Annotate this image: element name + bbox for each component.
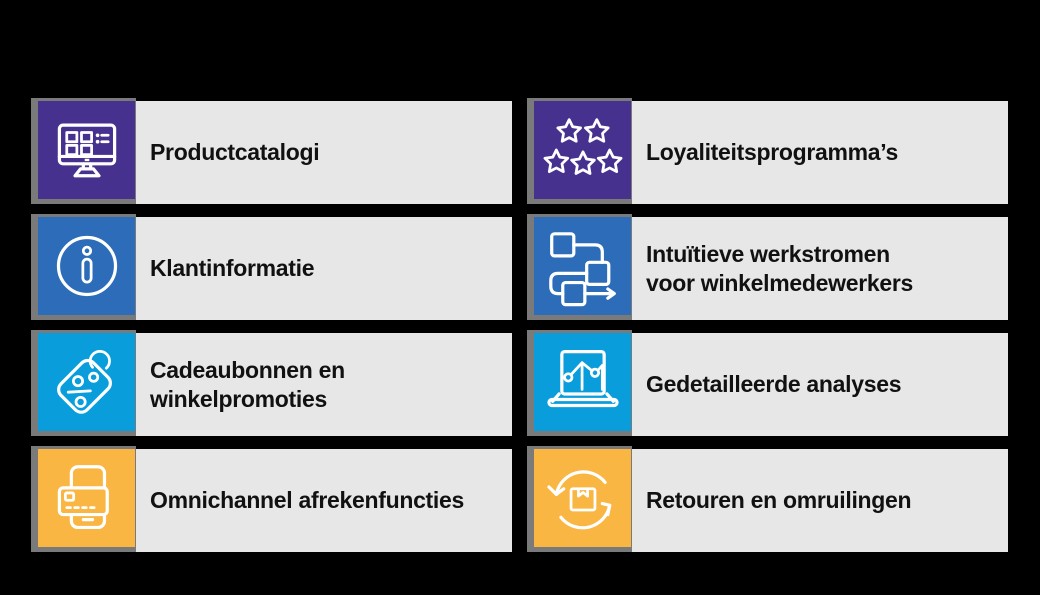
returns-cycle-icon <box>546 470 611 530</box>
feature-card-intuitive-workflows: Intuïtieve werkstromen voor winkelmedewe… <box>527 214 1008 320</box>
feature-card-label: Loyaliteitsprogramma’s <box>631 101 1008 204</box>
label-line: Gedetailleerde analyses <box>646 371 902 398</box>
icon-tile <box>31 446 136 552</box>
laptop-analytics-icon <box>546 350 619 408</box>
label-line: Cadeaubonnen en <box>150 357 345 384</box>
label-line: Klantinformatie <box>150 255 315 282</box>
feature-card-label: Intuïtieve werkstromen voor winkelmedewe… <box>631 217 1008 320</box>
icon-tile <box>31 330 136 436</box>
feature-card-label: Retouren en omruilingen <box>631 449 1008 552</box>
feature-card-customer-information: Klantinformatie <box>31 214 512 320</box>
label-line: Retouren en omruilingen <box>646 487 912 514</box>
feature-card-label: Omnichannel afrekenfuncties <box>135 449 512 552</box>
feature-card-loyalty-programs: Loyaliteitsprogramma’s <box>527 98 1008 204</box>
label-line: Productcatalogi <box>150 139 320 166</box>
feature-card-label: Gedetailleerde analyses <box>631 333 1008 436</box>
feature-grid: Productcatalogi Klantinformatie <box>31 98 1008 552</box>
icon-tile <box>527 98 632 204</box>
label-line: Intuïtieve werkstromen <box>646 241 890 268</box>
feature-card-label: Cadeaubonnen en winkelpromoties <box>135 333 512 436</box>
info-circle-icon <box>56 235 117 297</box>
price-tag-icon <box>56 349 112 414</box>
feature-card-label: Productcatalogi <box>135 101 512 204</box>
feature-card-omnichannel-checkout: Omnichannel afrekenfuncties <box>31 446 512 552</box>
smartphone-card-icon <box>57 465 109 530</box>
five-stars-icon <box>543 118 622 175</box>
feature-card-returns-exchanges: Retouren en omruilingen <box>527 446 1008 552</box>
feature-card-label: Klantinformatie <box>135 217 512 320</box>
feature-card-detailed-analytics: Gedetailleerde analyses <box>527 330 1008 436</box>
monitor-grid-icon <box>57 123 116 178</box>
icon-tile <box>31 214 136 320</box>
icon-tile <box>31 98 136 204</box>
label-line: Omnichannel afrekenfuncties <box>150 487 464 514</box>
icon-tile <box>527 214 632 320</box>
feature-card-product-catalogs: Productcatalogi <box>31 98 512 204</box>
icon-tile <box>527 446 632 552</box>
label-line: voor winkelmedewerkers <box>646 269 913 296</box>
label-line: Loyaliteitsprogramma’s <box>646 139 899 166</box>
workflow-icon <box>548 232 616 307</box>
icon-tile <box>527 330 632 436</box>
feature-card-gift-cards-promotions: Cadeaubonnen en winkelpromoties <box>31 330 512 436</box>
label-line: winkelpromoties <box>150 385 327 412</box>
